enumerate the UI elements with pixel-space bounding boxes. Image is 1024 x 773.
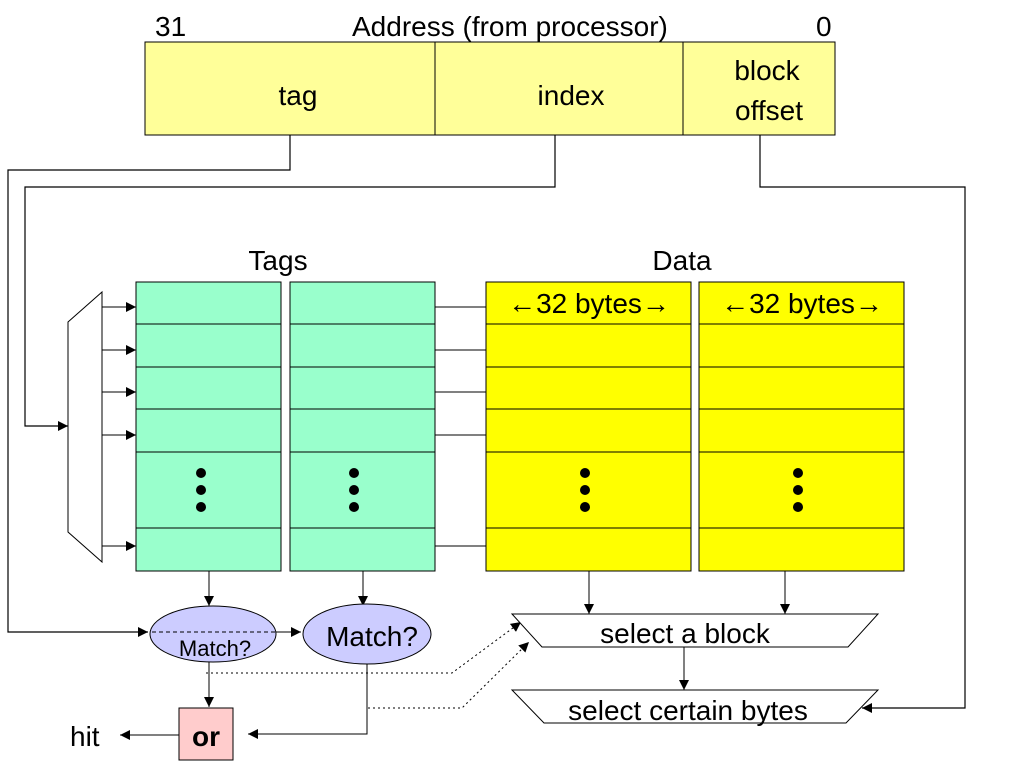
match-ellipse (149, 605, 277, 663)
offset-wire (759, 135, 966, 713)
or-gate: or (178, 707, 234, 761)
data-array-box (698, 281, 905, 572)
address-register-box (144, 41, 836, 136)
address-register: tag index block offset (144, 41, 836, 136)
address-high-bit: 31 (155, 11, 186, 42)
address-low-bit: 0 (816, 11, 832, 42)
ellipsis-dots (196, 468, 206, 512)
index-decoder (67, 290, 103, 564)
block-size-label: ←32 bytes→ (508, 288, 670, 319)
or-gate-box (178, 707, 234, 761)
tag-field-label: tag (279, 80, 318, 111)
match-label: Match? (326, 621, 418, 652)
tag-array-box (135, 281, 282, 572)
tags-heading: Tags (248, 245, 307, 276)
block-size-label: ←32 bytes→ (721, 288, 883, 319)
decoder-outputs (102, 302, 136, 551)
block-offset-label-line1: block (734, 55, 800, 86)
row-connectors (435, 306, 486, 547)
byte-select-label: select certain bytes (568, 695, 808, 726)
tag-array-way0 (135, 281, 282, 572)
select-line-way1 (368, 641, 530, 709)
data-array-way0: ←32 bytes→ (485, 281, 692, 572)
block-select-label: select a block (600, 618, 771, 649)
ellipsis-dots (793, 468, 803, 512)
hit-output-label: hit (70, 721, 100, 752)
tag-array-way1 (289, 281, 436, 572)
match-label-small: Match? (179, 636, 251, 661)
data-array-way1: ←32 bytes→ (698, 281, 905, 572)
match1-to-or-arrow (248, 664, 368, 739)
data-heading: Data (652, 245, 712, 276)
match-comparator-way1: Match? (302, 603, 432, 665)
select-line-way0 (206, 621, 522, 674)
index-field-label: index (538, 80, 605, 111)
or-gate-label: or (192, 721, 220, 752)
match-comparator-way0: Match? (149, 605, 277, 663)
byte-select-mux: select certain bytes (510, 689, 880, 726)
block-select-trapezoid (510, 613, 880, 648)
ellipsis-dots (349, 468, 359, 512)
byte-select-trapezoid (510, 689, 880, 724)
tag-wire (7, 135, 291, 637)
block-select-mux: select a block (510, 613, 880, 649)
address-title: Address (from processor) (352, 11, 668, 42)
tag-array-box (289, 281, 436, 572)
ellipsis-dots (580, 468, 590, 512)
block-offset-label-line2: offset (735, 95, 803, 126)
index-wire (24, 135, 556, 431)
